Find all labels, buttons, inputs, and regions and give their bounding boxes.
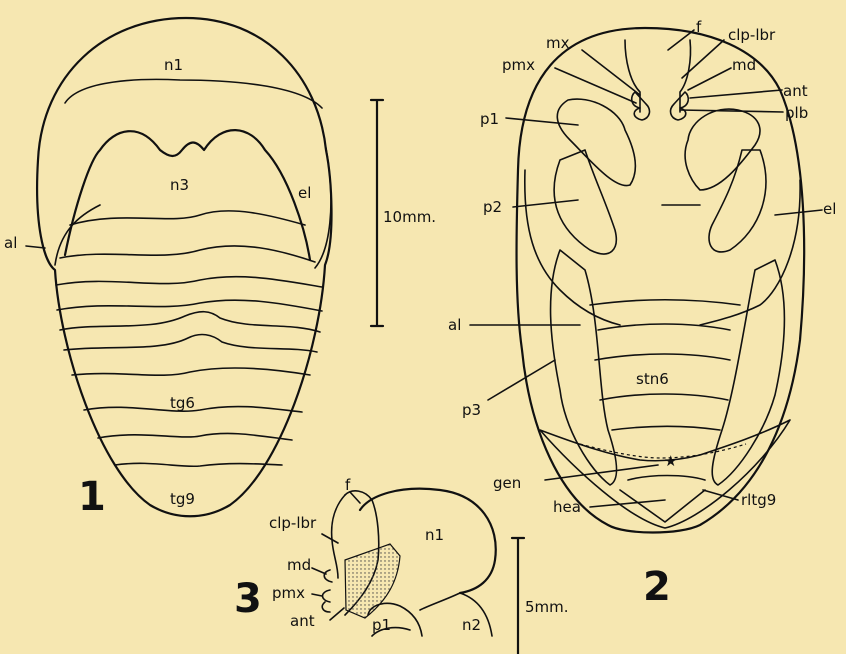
fig2-label-plb: plb bbox=[785, 104, 808, 122]
fig3-label-clp-lbr: clp-lbr bbox=[269, 514, 317, 532]
fig2-leader-p1 bbox=[506, 118, 578, 125]
fig1-segment-d bbox=[57, 300, 322, 311]
fig2-sternite-a bbox=[590, 300, 740, 305]
fig3-scale-bar bbox=[512, 538, 524, 654]
fig3-leader-f bbox=[350, 492, 360, 503]
fig2-label-stn6: stn6 bbox=[636, 370, 669, 388]
fig3-leader-md bbox=[312, 568, 326, 574]
fig3-leader-ant bbox=[330, 608, 344, 620]
fig2-sternite-f bbox=[628, 476, 705, 481]
fig2-sternite-e bbox=[612, 426, 720, 430]
fig3-head-front bbox=[332, 495, 345, 578]
fig1-segment-j bbox=[115, 463, 282, 466]
fig3-label-pmx: pmx bbox=[272, 584, 305, 602]
fig1-segment-g bbox=[72, 368, 310, 375]
fig2-sternite-d bbox=[600, 394, 728, 400]
fig2-leader-ant bbox=[690, 90, 782, 98]
fig3-label-f: f bbox=[345, 476, 351, 494]
fig2-label-p3: p3 bbox=[462, 401, 481, 419]
fig2-number: 2 bbox=[643, 564, 671, 610]
fig2-label-al: al bbox=[448, 316, 461, 334]
fig2-leader-pmx bbox=[555, 68, 636, 103]
fig1-label-tg6: tg6 bbox=[170, 394, 195, 412]
fig2-hindleg-right bbox=[712, 260, 784, 485]
fig2-hindleg-left bbox=[551, 250, 617, 485]
fig2-label-mx: mx bbox=[546, 34, 570, 52]
fig1-label-n1: n1 bbox=[164, 56, 183, 74]
fig2-genital-star-icon: ★ bbox=[664, 452, 677, 470]
fig1-segment-f bbox=[64, 335, 317, 352]
fig2-sternite-c bbox=[595, 354, 730, 360]
figure-3-lateral-view: f clp-lbr n1 md pmx ant p1 n2 3 5mm. bbox=[234, 476, 569, 654]
fig3-scale-label: 5mm. bbox=[525, 598, 569, 616]
fig1-label-n3: n3 bbox=[170, 176, 189, 194]
fig3-md-part bbox=[324, 570, 332, 582]
fig2-leader-md bbox=[688, 68, 731, 90]
figure-1-dorsal-view: n1 n3 el al tg6 tg9 1 10mm. bbox=[4, 18, 436, 520]
fig3-label-n1: n1 bbox=[425, 526, 444, 544]
fig2-midleg-right bbox=[709, 150, 766, 252]
fig3-label-ant: ant bbox=[290, 612, 315, 630]
fig3-pmx-part bbox=[322, 590, 330, 612]
fig2-label-p2: p2 bbox=[483, 198, 502, 216]
fig2-label-p1: p1 bbox=[480, 110, 499, 128]
fig1-segment-c bbox=[56, 277, 322, 287]
fig2-leader-p2 bbox=[513, 200, 578, 207]
fig2-foreleg-left bbox=[557, 99, 635, 186]
fig1-label-el: el bbox=[298, 184, 311, 202]
fig2-leader-clp-lbr bbox=[682, 40, 724, 78]
fig2-elytra-left bbox=[525, 170, 620, 325]
fig2-label-pmx: pmx bbox=[502, 56, 535, 74]
fig2-body-outline bbox=[517, 28, 805, 533]
fig2-label-hea: hea bbox=[553, 498, 581, 516]
fig3-label-p1: p1 bbox=[372, 616, 391, 634]
fig3-n2-outline bbox=[420, 593, 492, 636]
fig2-label-el: el bbox=[823, 200, 836, 218]
fig2-leader-mx bbox=[582, 50, 640, 95]
fig2-label-clp-lbr: clp-lbr bbox=[728, 26, 776, 44]
fig1-label-al: al bbox=[4, 234, 17, 252]
fig1-segment-b bbox=[60, 246, 315, 262]
fig1-segment-a bbox=[70, 211, 305, 225]
fig3-number: 3 bbox=[234, 576, 262, 622]
figure-2-ventral-view: ★ mx f clp-lbr pmx md ant p1 plb p2 el a… bbox=[448, 18, 836, 610]
fig1-body-outline bbox=[37, 18, 331, 516]
fig2-label-md: md bbox=[732, 56, 756, 74]
fig2-elytra-right bbox=[700, 180, 800, 325]
fig2-leader-rltg9 bbox=[703, 490, 738, 500]
fig2-label-rltg9: rltg9 bbox=[741, 491, 776, 509]
fig3-label-n2: n2 bbox=[462, 616, 481, 634]
fig1-segment-i bbox=[98, 433, 292, 440]
fig1-n3-outline bbox=[65, 130, 310, 260]
fig2-leader-p3 bbox=[488, 360, 555, 400]
fig1-segment-e bbox=[60, 312, 320, 332]
fig3-label-md: md bbox=[287, 556, 311, 574]
fig2-label-f: f bbox=[696, 18, 702, 36]
fig1-scale-label: 10mm. bbox=[383, 208, 436, 226]
fig2-leader-hea bbox=[590, 500, 665, 507]
fig1-scale-bar bbox=[371, 100, 383, 326]
fig2-label-ant: ant bbox=[783, 82, 808, 100]
fig2-label-gen: gen bbox=[493, 474, 521, 492]
fig3-leader-pmx bbox=[312, 594, 322, 596]
fig1-number: 1 bbox=[78, 474, 106, 520]
fig2-leader-plb bbox=[680, 110, 783, 112]
fig1-pronotum-edge bbox=[65, 79, 322, 108]
fig1-label-tg9: tg9 bbox=[170, 490, 195, 508]
fig3-leader-clp-lbr bbox=[322, 534, 338, 543]
